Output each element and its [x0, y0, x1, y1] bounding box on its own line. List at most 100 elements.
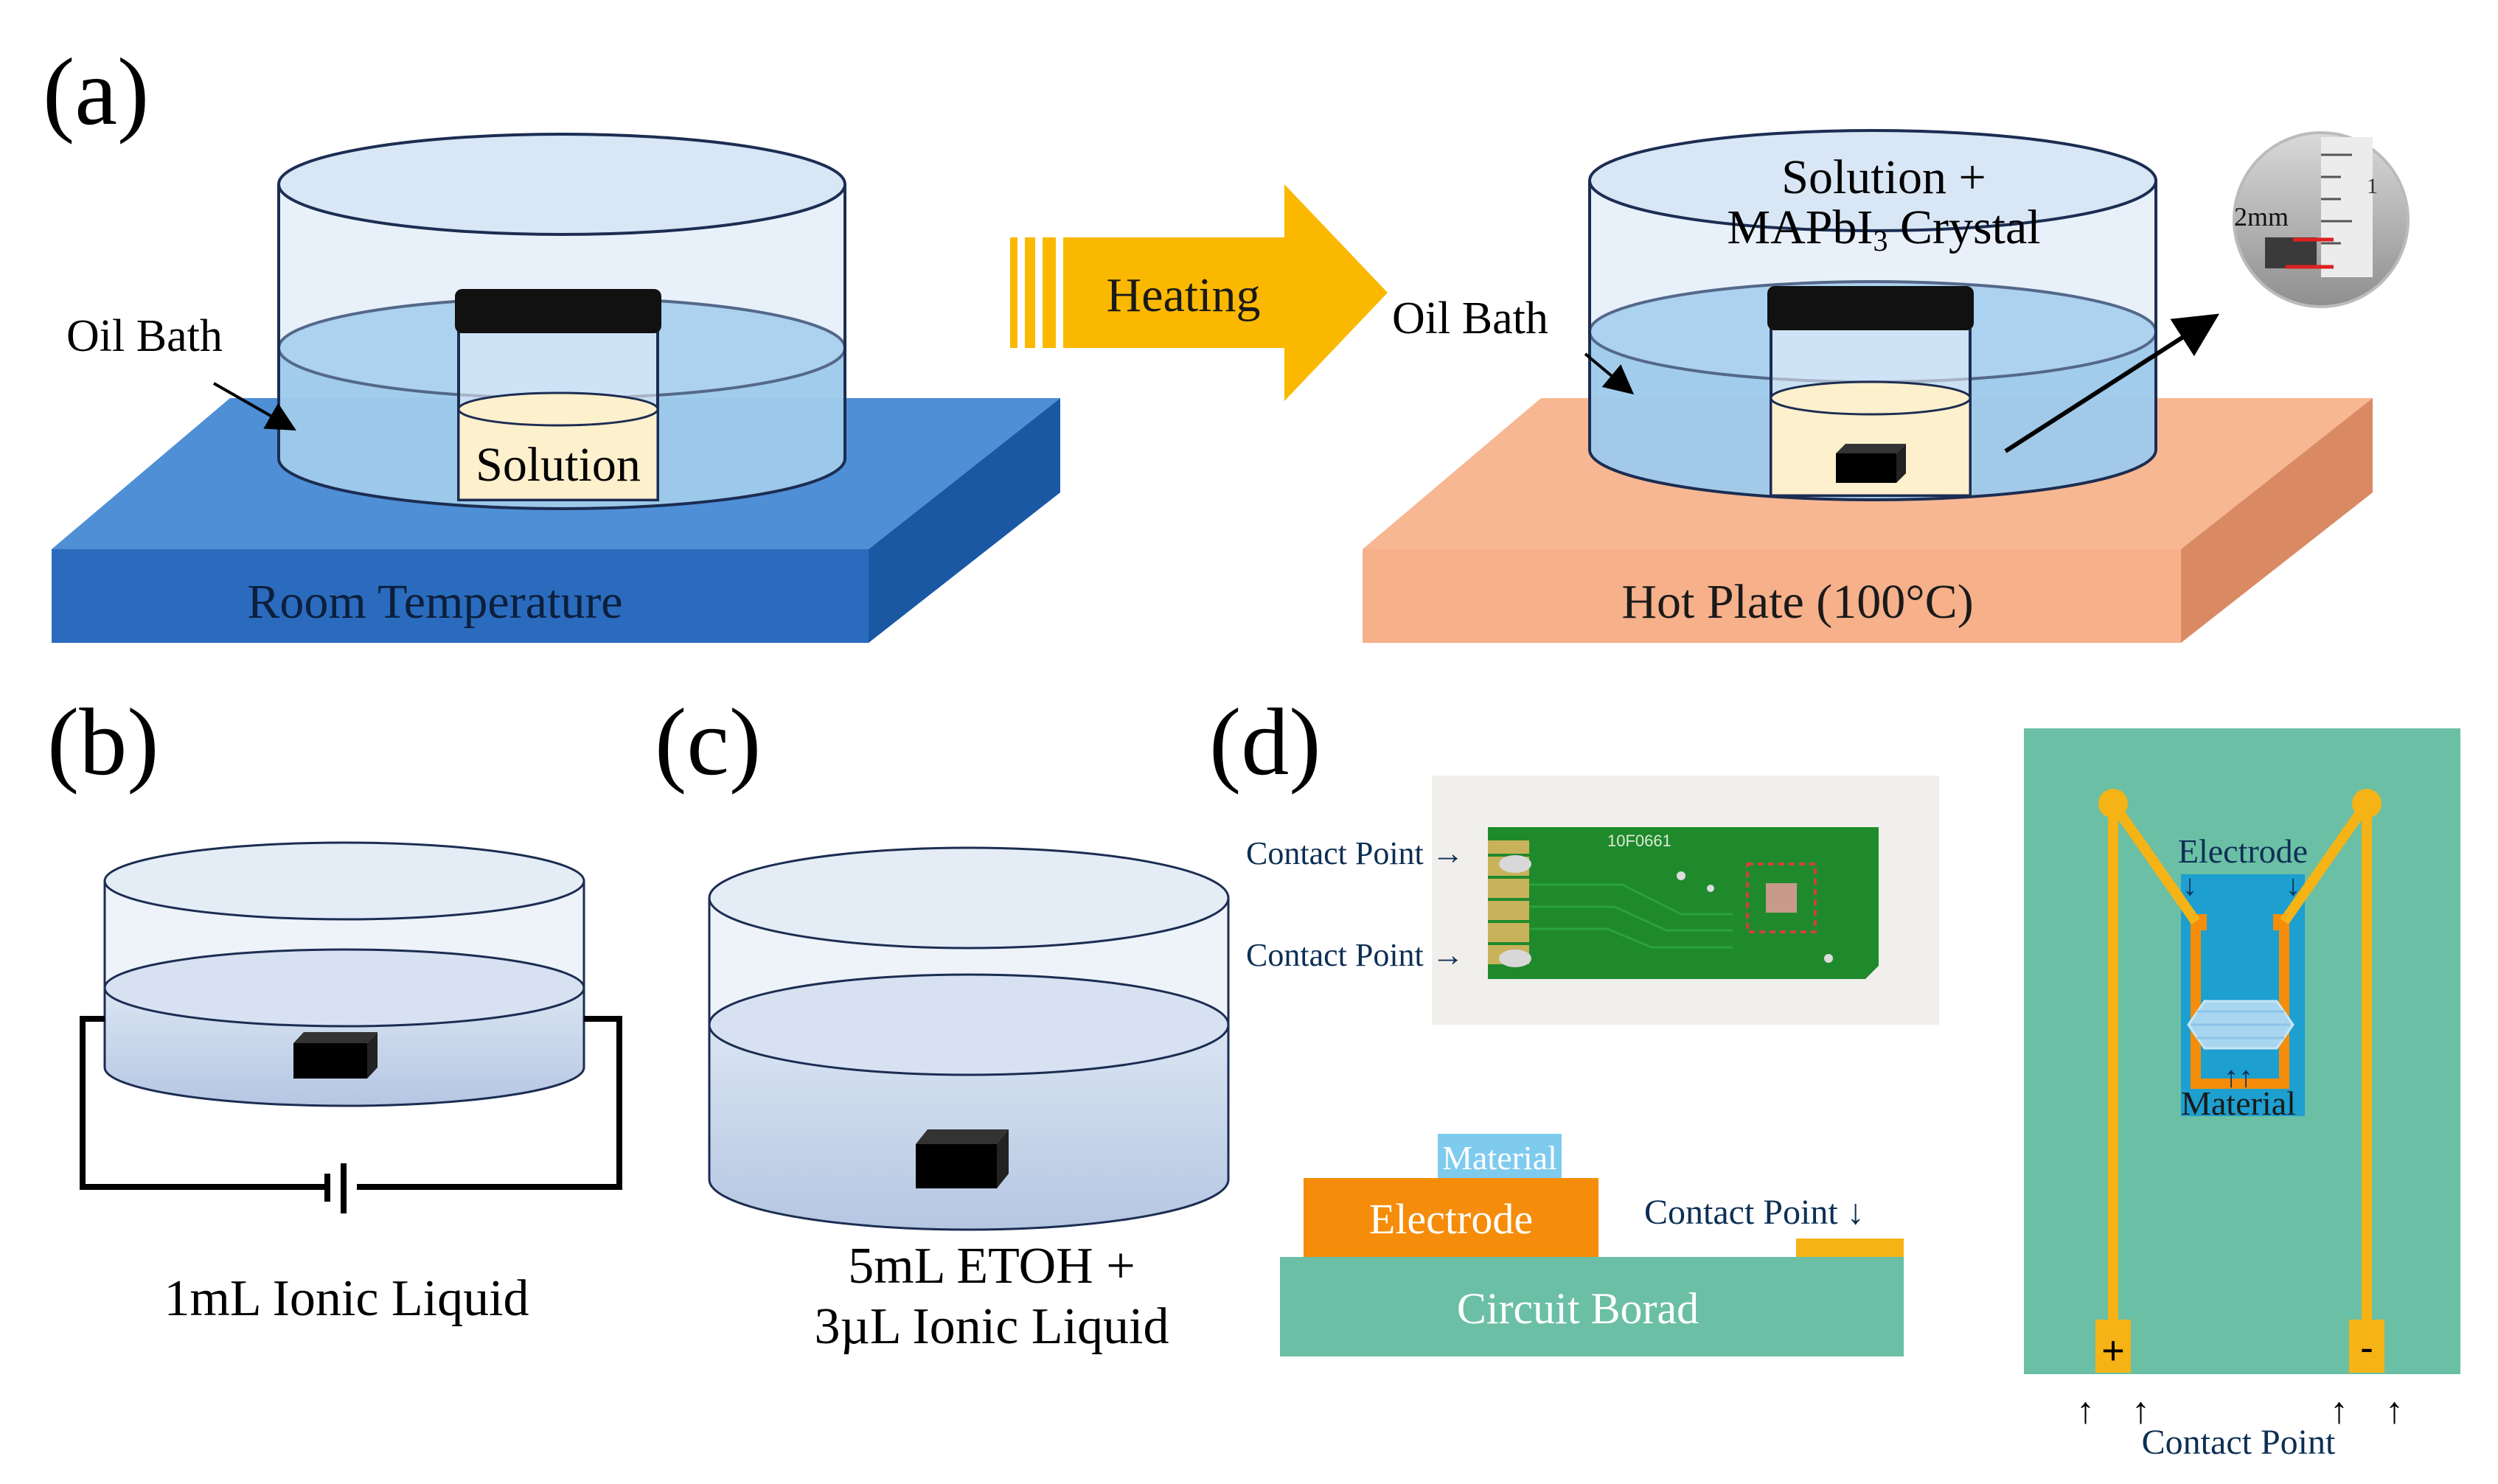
top-view-electrode-arrows: ↓ ↓ [2182, 868, 2300, 902]
panel-b-crystal-front [293, 1043, 367, 1079]
room-temp-plate-label: Room Temperature [247, 575, 622, 629]
heating-arrow-stripe-3 [1043, 237, 1056, 348]
hot-plate-crystal-front [1836, 453, 1896, 483]
top-view-minus-label: - [2360, 1326, 2373, 1370]
top-view-material-arrows: ↑↑ [2224, 1060, 2253, 1093]
pcb-board [1488, 827, 1879, 979]
room-temperature-setup: Room Temperature Solution Oil Bath [52, 133, 1060, 643]
hot-plate-crystal [1836, 444, 1906, 453]
electrode-layer [1304, 1178, 1598, 1257]
panel-b-cylinder-top [103, 841, 585, 921]
top-view-node-right [2352, 789, 2382, 818]
hot-plate-label: Hot Plate (100°C) [1621, 575, 1973, 629]
top-view-electrode-left [2191, 920, 2289, 1089]
panel-c-cylinder-top [708, 846, 1230, 950]
panel-c-crystal-top [916, 1129, 1009, 1144]
panel-b-liquid-surface [103, 948, 585, 1028]
pcb-contact-point-label-2: Contact Point → [1246, 937, 1464, 973]
hot-plate-solution-line2: MAPbI3 Crystal [1727, 201, 2040, 257]
panel-a-label: (a) [43, 39, 149, 145]
hot-plate-solution-subscript: 3 [1873, 224, 1888, 257]
panel-c-liquid-surface [708, 973, 1230, 1076]
heating-arrow: Heating [1010, 184, 1388, 401]
panel-c-crystal-side [997, 1129, 1009, 1188]
top-view-electrode-label: Electrode [2178, 832, 2308, 870]
panel-c-liquid [709, 1025, 1228, 1230]
circuit-board-layer [1280, 1257, 1904, 1356]
room-temp-plate-side [869, 398, 1060, 643]
cross-section: Circuit Borad Electrode Material Contact… [1280, 1134, 1904, 1356]
panel-d-label: (d) [1209, 689, 1321, 795]
top-view-trace-left-diag [2109, 800, 2200, 925]
top-view-trace-right-diag [2280, 800, 2371, 925]
room-temp-cylinder-top [277, 133, 846, 236]
pcb-sensor-area [1746, 863, 1817, 933]
pcb-sensor-chip [1766, 883, 1797, 913]
crystal-inset-photo: 1 2mm [2233, 131, 2410, 308]
panel-a: (a) Room Temperature Solution Oil Bath [43, 39, 2410, 643]
top-view-plus-label: + [2101, 1328, 2125, 1373]
pcb-solder-1 [1499, 855, 1531, 873]
room-temp-oil-bath-pointer [213, 382, 296, 431]
heating-arrow-label: Heating [1107, 268, 1261, 322]
room-temp-plate-front [52, 549, 869, 643]
top-view-pad-plus [2095, 1320, 2131, 1373]
room-temp-solution-surface [457, 391, 659, 427]
panel-b-crystal-side [367, 1032, 378, 1079]
pcb-via-1 [1677, 871, 1685, 880]
hot-plate-side [2181, 398, 2373, 643]
contact-point-label: Contact Point ↓ [1644, 1193, 1865, 1232]
inset-ruler-number: 1 [2367, 174, 2378, 198]
top-view-pad-minus [2349, 1320, 2384, 1373]
top-view-contact-point-label: Contact Point [2142, 1423, 2336, 1462]
panel-b-circuit-right [357, 1016, 622, 1190]
pcb-solder-2 [1499, 950, 1531, 967]
panel-b-crystal-top [293, 1032, 378, 1043]
hot-plate-setup: Hot Plate (100°C) Solution + MAPbI3 Crys… [1363, 129, 2410, 643]
panel-c-caption-line2: 3µL Ionic Liquid [815, 1298, 1169, 1355]
material-label: Material [1442, 1139, 1557, 1177]
material-layer [1438, 1134, 1562, 1178]
room-temp-solution-label: Solution [476, 438, 641, 492]
panel-b: (b) 1mL Ionic Liquid [47, 689, 622, 1327]
pcb-traces [1529, 883, 1733, 949]
hot-plate-vial-cap [1767, 286, 1974, 330]
hot-plate-solution-mapbi: MAPbI [1727, 201, 1873, 254]
hot-plate-solution-crystal: Crystal [1888, 201, 2040, 254]
pcb-via-2 [1707, 885, 1714, 892]
panel-d: (d) 10F0661 Contact Point → Contact Poin… [1209, 689, 2460, 1462]
panel-c-caption-line1: 5mL ETOH + [848, 1238, 1135, 1295]
hot-plate-solution-surface [1770, 380, 1972, 416]
electrode-label: Electrode [1369, 1195, 1533, 1243]
panel-c: (c) 5mL ETOH + 3µL Ionic Liquid [655, 689, 1230, 1355]
top-view-node-left [2098, 789, 2128, 818]
panel-c-label: (c) [655, 689, 761, 795]
panel-b-circuit-left [80, 1016, 324, 1190]
top-view-contact-arrows-right: ↑ ↑ [2330, 1390, 2404, 1431]
hot-plate-solution-line1: Solution + [1781, 150, 1986, 204]
top-view-material-label: Material [2181, 1084, 2296, 1122]
pcb-via-3 [1824, 954, 1833, 963]
panel-c-crystal-front [916, 1144, 997, 1188]
circuit-board-label: Circuit Borad [1457, 1284, 1699, 1333]
inset-scale-label: 2mm [2234, 202, 2289, 231]
heating-arrow-stripe-1 [1010, 237, 1017, 348]
heating-arrow-shape [1063, 184, 1388, 401]
hot-plate-oil-bath-label: Oil Bath [1392, 293, 1548, 344]
pcb-board-marking: 10F0661 [1607, 832, 1671, 850]
hot-plate-front [1363, 549, 2181, 643]
inset-pointer [2004, 313, 2220, 453]
top-view-contact-arrows-left: ↑ ↑ [2076, 1390, 2150, 1431]
room-temp-oil-bath-label: Oil Bath [66, 311, 223, 361]
contact-point-pad [1796, 1239, 1904, 1257]
top-view: + - Electrode ↓ ↓ ↑↑ Material ↑ ↑ ↑ ↑ Co… [2024, 728, 2460, 1462]
panel-b-caption: 1mL Ionic Liquid [164, 1270, 529, 1327]
pcb-photo: 10F0661 [1432, 776, 1939, 1025]
heating-arrow-stripe-2 [1025, 237, 1035, 348]
room-temp-vial-cap [455, 289, 661, 333]
inset-crystal [2265, 237, 2317, 268]
hot-plate-cylinder-top [1588, 129, 2157, 232]
hot-plate-crystal-side [1896, 444, 1906, 483]
hot-plate-oil-bath-pointer [1584, 352, 1635, 395]
